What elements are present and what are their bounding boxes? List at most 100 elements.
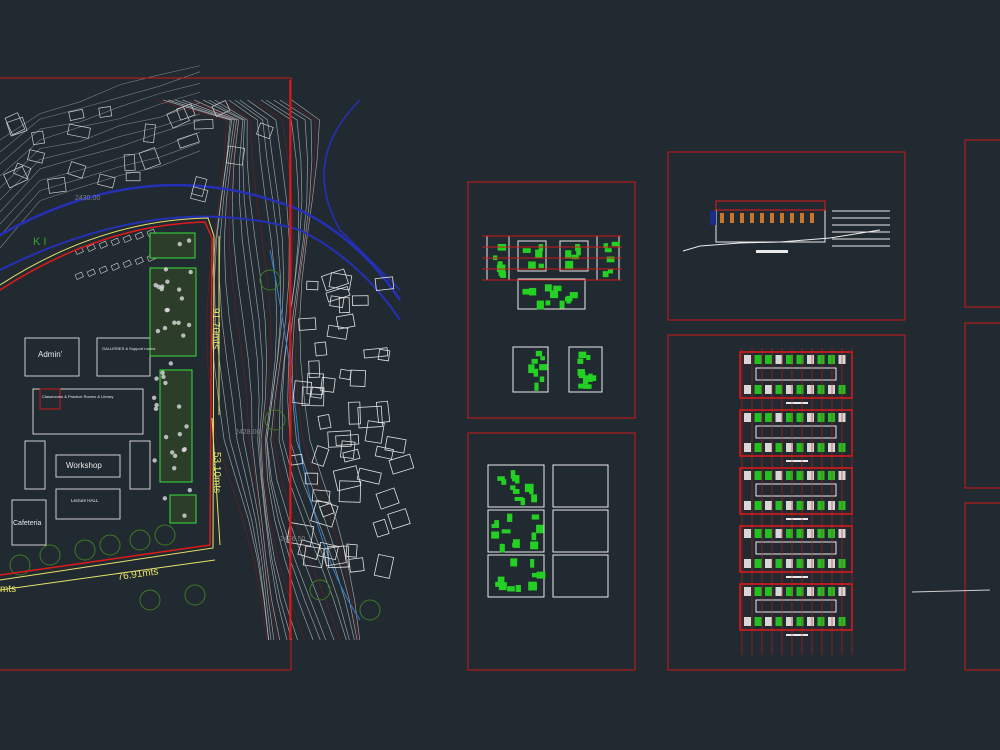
room-fill bbox=[817, 617, 825, 626]
house-outline bbox=[363, 347, 389, 359]
trees bbox=[9, 269, 381, 621]
furniture bbox=[539, 376, 545, 383]
room-fill bbox=[765, 355, 772, 364]
room-fill bbox=[754, 501, 762, 510]
parking-space bbox=[122, 259, 132, 268]
house-outline bbox=[319, 502, 335, 518]
room-fill bbox=[807, 529, 814, 538]
house-outline bbox=[225, 145, 246, 166]
window bbox=[770, 213, 774, 223]
sheet-floor-plans-b bbox=[467, 432, 636, 671]
room-fill bbox=[786, 501, 793, 510]
plan-outline bbox=[487, 464, 545, 508]
furniture bbox=[532, 583, 538, 590]
house-outline bbox=[339, 440, 356, 459]
room-fill bbox=[775, 413, 783, 422]
room-fill bbox=[807, 617, 814, 626]
house-outline bbox=[138, 147, 161, 171]
room-fill bbox=[807, 587, 814, 596]
contour-line bbox=[175, 99, 272, 641]
building-lecture-hall bbox=[55, 488, 121, 520]
room-fill bbox=[807, 355, 814, 364]
unit-mark bbox=[188, 269, 193, 275]
room-fill bbox=[817, 501, 825, 510]
room-fill bbox=[828, 587, 835, 596]
house-outline bbox=[311, 445, 330, 467]
house-outline bbox=[332, 465, 362, 492]
furniture bbox=[550, 290, 559, 299]
room-fill bbox=[817, 355, 825, 364]
house-outline bbox=[329, 295, 345, 309]
house-outline bbox=[351, 295, 369, 306]
furniture bbox=[565, 296, 573, 302]
window bbox=[720, 213, 724, 223]
contour-line bbox=[0, 65, 201, 141]
furniture bbox=[540, 356, 545, 361]
window bbox=[790, 213, 794, 223]
unit-mark bbox=[176, 320, 181, 326]
room-fill bbox=[765, 443, 772, 452]
room-fill bbox=[765, 471, 772, 480]
unit-mark bbox=[186, 238, 192, 243]
house-outline bbox=[166, 106, 191, 129]
window bbox=[740, 213, 744, 223]
contour-line bbox=[0, 150, 201, 249]
house-outline bbox=[384, 436, 407, 454]
tree bbox=[139, 589, 161, 611]
room-fill bbox=[796, 355, 804, 364]
room-fill bbox=[765, 587, 772, 596]
unit-mark bbox=[182, 447, 187, 452]
house-outline bbox=[27, 149, 46, 164]
furniture bbox=[577, 358, 584, 364]
sheet-floor-plans-a bbox=[467, 181, 636, 419]
building-classrooms bbox=[32, 388, 144, 435]
room-fill bbox=[786, 559, 793, 568]
house-outline bbox=[335, 313, 356, 330]
plan-outline bbox=[517, 278, 586, 310]
furniture bbox=[606, 256, 615, 263]
furniture bbox=[582, 384, 592, 389]
corridor bbox=[755, 425, 837, 439]
sheet-site-plan bbox=[0, 77, 292, 671]
room-fill bbox=[817, 443, 825, 452]
tree bbox=[99, 534, 121, 556]
house-outline bbox=[373, 553, 395, 579]
room-fill bbox=[754, 587, 762, 596]
tree bbox=[264, 409, 286, 431]
unit-mark bbox=[162, 325, 168, 331]
room-fill bbox=[775, 559, 783, 568]
room-fill bbox=[817, 529, 825, 538]
furniture bbox=[499, 543, 505, 553]
unit-mark bbox=[155, 328, 161, 334]
room-fill bbox=[828, 501, 835, 510]
furniture bbox=[559, 300, 565, 309]
dimension-south: 76.91mts bbox=[117, 566, 159, 583]
house-outline bbox=[387, 508, 411, 530]
room-fill bbox=[786, 471, 793, 480]
furniture bbox=[602, 271, 609, 278]
house-outline bbox=[4, 112, 26, 136]
furniture bbox=[497, 476, 505, 481]
road-label: K I bbox=[33, 236, 46, 248]
unit-mark bbox=[164, 307, 169, 313]
room-fill bbox=[817, 471, 825, 480]
unit-mark bbox=[187, 487, 192, 493]
room-fill bbox=[807, 413, 814, 422]
house-outline bbox=[348, 557, 365, 573]
room-fill bbox=[807, 443, 814, 452]
road-lines bbox=[0, 99, 402, 621]
tree bbox=[39, 544, 61, 566]
reference-line bbox=[911, 589, 991, 593]
room-fill bbox=[765, 385, 772, 394]
furniture bbox=[528, 287, 537, 296]
room-fill bbox=[828, 529, 835, 538]
tree bbox=[184, 584, 206, 606]
contour-line bbox=[156, 99, 268, 641]
furniture bbox=[578, 383, 585, 389]
contour-line bbox=[182, 99, 275, 641]
house-outline bbox=[328, 272, 353, 291]
furniture bbox=[498, 268, 505, 276]
room-fill bbox=[765, 559, 772, 568]
